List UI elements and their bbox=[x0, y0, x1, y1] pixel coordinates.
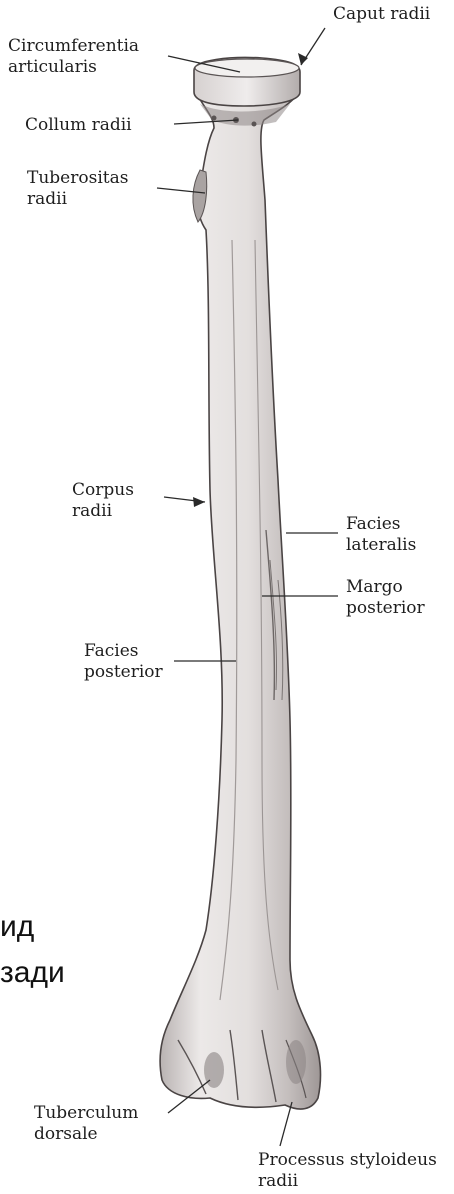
caption-fragment-line2: зади bbox=[0, 953, 65, 993]
arrowhead-corpus bbox=[193, 497, 205, 507]
label-margo-posterior: Margo posterior bbox=[346, 577, 425, 619]
label-processus-styloideus: Processus styloideus radii bbox=[258, 1150, 454, 1192]
label-tuberculum-dorsale: Tuberculum dorsale bbox=[34, 1103, 138, 1145]
label-facies-posterior-line2: posterior bbox=[84, 662, 163, 683]
label-facies-lateralis-line2: lateralis bbox=[346, 535, 416, 556]
label-collum-radii: Collum radii bbox=[25, 115, 132, 136]
caption-fragment-line1: ид bbox=[0, 907, 65, 947]
leader-processus bbox=[280, 1102, 292, 1146]
label-margo-posterior-line1: Margo bbox=[346, 577, 425, 598]
label-tuberositas-line1: Tuberositas bbox=[27, 168, 128, 189]
label-circumferentia-line1: Circumferentia bbox=[8, 36, 139, 57]
label-facies-posterior: Facies posterior bbox=[84, 641, 163, 683]
label-margo-posterior-line2: posterior bbox=[346, 598, 425, 619]
label-tuberositas-line2: radii bbox=[27, 189, 128, 210]
foramen-mark-3 bbox=[252, 122, 257, 127]
label-collum-radii-text: Collum radii bbox=[25, 115, 132, 136]
label-facies-posterior-line1: Facies bbox=[84, 641, 163, 662]
label-caput-radii-text: Caput radii bbox=[333, 4, 430, 25]
label-tuberositas-radii: Tuberositas radii bbox=[27, 168, 128, 210]
label-facies-lateralis-line1: Facies bbox=[346, 514, 416, 535]
label-tuberculum-line2: dorsale bbox=[34, 1124, 138, 1145]
styloid-shadow bbox=[286, 1040, 306, 1084]
caption-fragment: ид зади bbox=[0, 907, 65, 993]
label-processus-line2: radii bbox=[258, 1171, 454, 1192]
label-tuberculum-line1: Tuberculum bbox=[34, 1103, 138, 1124]
radius-shaft bbox=[160, 96, 320, 1109]
articular-fovea bbox=[195, 59, 299, 77]
label-facies-lateralis: Facies lateralis bbox=[346, 514, 416, 556]
label-corpus-radii: Corpus radii bbox=[72, 480, 134, 522]
foramen-mark-2 bbox=[212, 116, 217, 121]
label-circumferentia-line2: articularis bbox=[8, 57, 139, 78]
label-corpus-line1: Corpus bbox=[72, 480, 134, 501]
label-circumferentia-articularis: Circumferentia articularis bbox=[8, 36, 139, 78]
label-caput-radii: Caput radii bbox=[333, 4, 430, 25]
label-corpus-line2: radii bbox=[72, 501, 134, 522]
label-processus-line1: Processus styloideus bbox=[258, 1150, 454, 1171]
arrowhead-caput bbox=[298, 53, 308, 65]
